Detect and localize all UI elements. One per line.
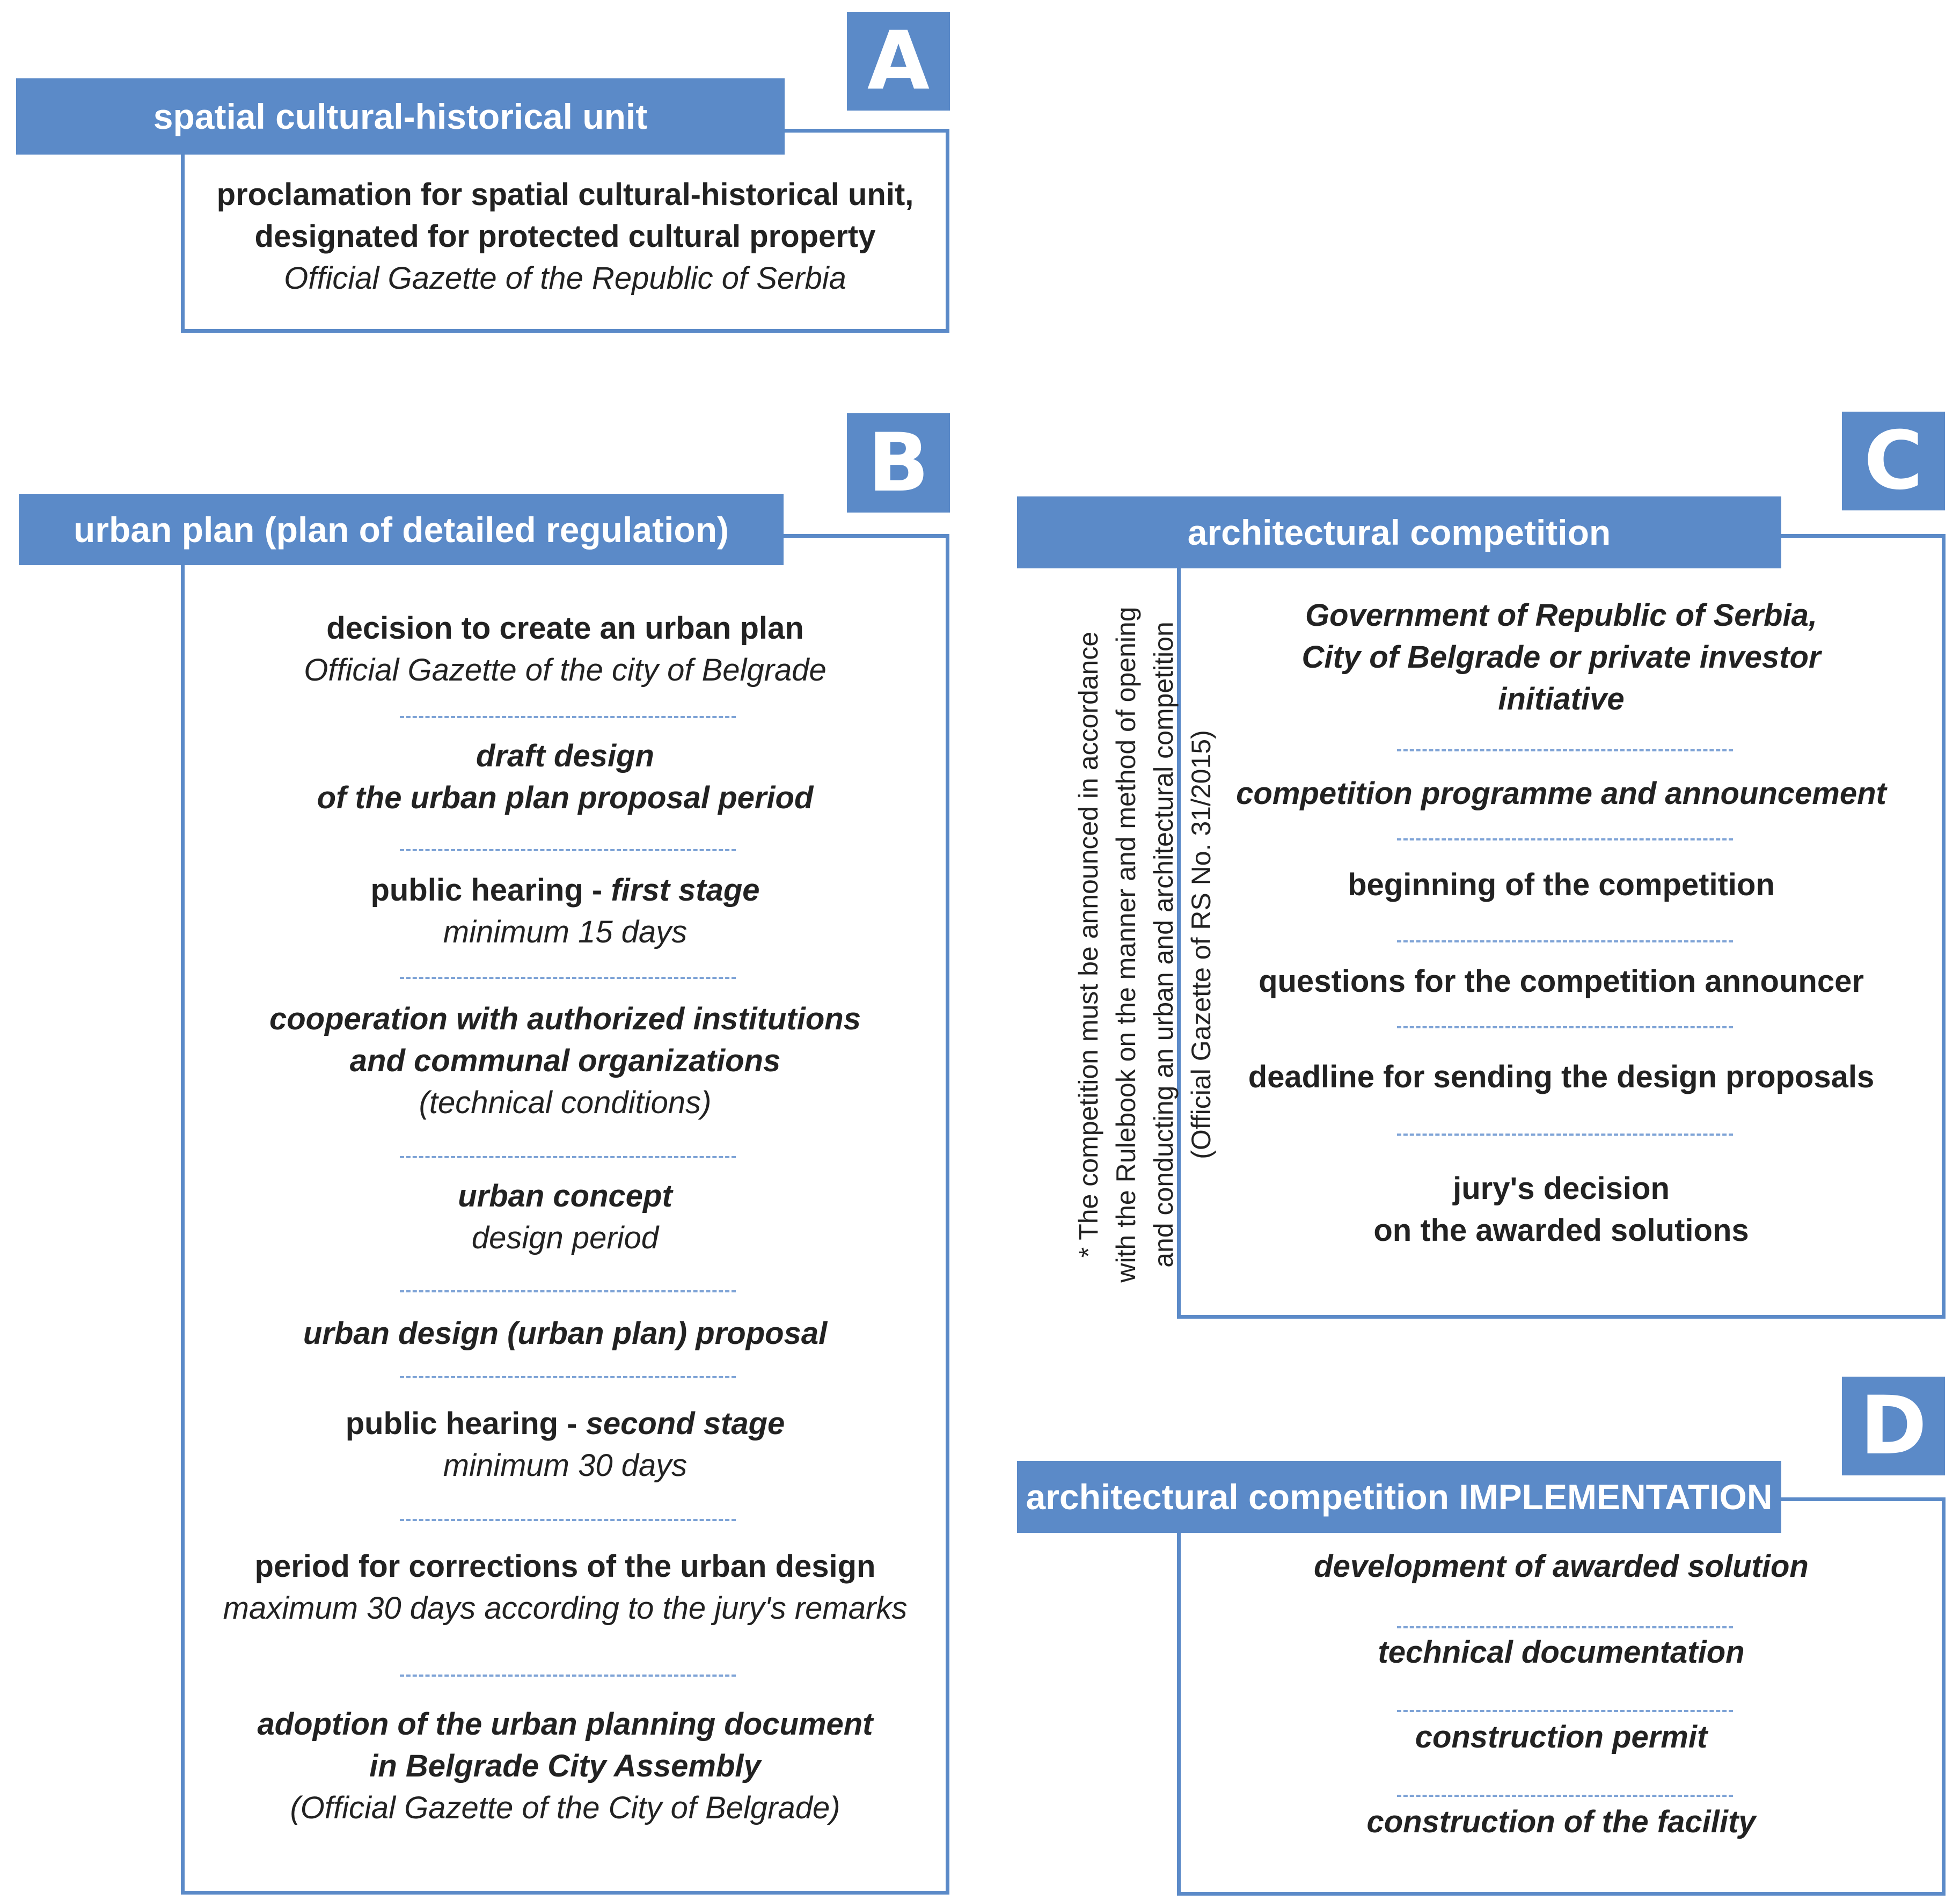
b-step-corrections-label: period for corrections of the urban desi… xyxy=(254,1549,876,1584)
separator xyxy=(400,977,736,979)
footnote-line1: * The competition must be announced in a… xyxy=(1073,631,1103,1258)
c-step-programme-label: competition programme and announcement xyxy=(1236,776,1886,811)
d-step-documentation-label: technical documentation xyxy=(1378,1635,1745,1670)
b-step-hearing-1-duration: minimum 15 days xyxy=(443,915,688,949)
section-c-letter: C xyxy=(1842,412,1945,510)
section-c-title: architectural competition xyxy=(1017,496,1781,568)
separator xyxy=(1397,1795,1733,1797)
section-a-line1: proclamation for spatial cultural-histor… xyxy=(216,177,914,212)
section-d-content: development of awarded solution technica… xyxy=(1177,1546,1946,1878)
d-step-construction: construction of the facility xyxy=(1177,1801,1946,1843)
c-step-initiative-line1: Government of Republic of Serbia, xyxy=(1305,598,1817,633)
section-b-title: urban plan (plan of detailed regulation) xyxy=(19,494,784,565)
section-c-content: Government of Republic of Serbia, City o… xyxy=(1177,580,1946,1310)
b-step-cooperation-label: cooperation with authorized institutions xyxy=(269,1001,861,1036)
d-step-construction-label: construction of the facility xyxy=(1366,1804,1756,1839)
b-step-urban-concept: urban concept design period xyxy=(181,1175,949,1259)
section-c-box xyxy=(1177,534,1946,1319)
separator xyxy=(1397,749,1733,751)
d-step-permit: construction permit xyxy=(1177,1716,1946,1758)
b-step-cooperation-note: (technical conditions) xyxy=(419,1085,712,1120)
b-step-urban-concept-sub: design period xyxy=(471,1220,659,1255)
c-step-programme: competition programme and announcement xyxy=(1177,773,1946,815)
b-step-hearing-1-stage: first stage xyxy=(611,873,760,908)
separator xyxy=(1397,1026,1733,1028)
d-step-permit-label: construction permit xyxy=(1415,1720,1708,1754)
separator xyxy=(400,1519,736,1521)
separator xyxy=(1397,940,1733,942)
section-a-title: spatial cultural-historical unit xyxy=(16,78,785,155)
b-step-hearing-2-duration: minimum 30 days xyxy=(443,1448,688,1483)
d-step-documentation: technical documentation xyxy=(1177,1632,1946,1673)
b-step-corrections: period for corrections of the urban desi… xyxy=(181,1546,949,1629)
section-a-content: proclamation for spatial cultural-histor… xyxy=(181,172,949,311)
b-step-adoption-label: adoption of the urban planning document xyxy=(257,1707,873,1742)
b-step-hearing-1-label: public hearing - xyxy=(370,873,611,908)
b-step-decision-label: decision to create an urban plan xyxy=(326,611,804,646)
separator xyxy=(1397,1710,1733,1712)
c-step-beginning: beginning of the competition xyxy=(1177,864,1946,906)
separator xyxy=(400,1290,736,1292)
section-b-content: decision to create an urban plan Officia… xyxy=(181,590,949,1878)
section-b-letter: B xyxy=(847,413,950,513)
b-step-draft-design-label: draft design xyxy=(476,739,654,773)
c-step-deadline-label: deadline for sending the design proposal… xyxy=(1248,1059,1875,1094)
section-b-box xyxy=(181,534,949,1895)
b-step-decision-source: Official Gazette of the city of Belgrade xyxy=(304,653,827,688)
section-a-letter: A xyxy=(847,12,950,111)
c-step-initiative-line2: City of Belgrade or private investor xyxy=(1301,640,1821,675)
separator xyxy=(1397,1626,1733,1628)
section-d-title: architectural competition IMPLEMENTATION xyxy=(1017,1461,1781,1533)
c-step-jury-line2: on the awarded solutions xyxy=(1373,1213,1749,1248)
b-step-cooperation: cooperation with authorized institutions… xyxy=(181,998,949,1124)
d-step-development-label: development of awarded solution xyxy=(1314,1549,1809,1584)
b-step-adoption: adoption of the urban planning document … xyxy=(181,1703,949,1829)
separator xyxy=(400,1156,736,1158)
c-step-beginning-label: beginning of the competition xyxy=(1348,867,1775,902)
section-d-box xyxy=(1177,1497,1946,1896)
footnote-line2: with the Rulebook on the manner and meth… xyxy=(1111,606,1141,1283)
b-step-draft-design-sub: of the urban plan proposal period xyxy=(317,780,814,815)
c-step-jury-line1: jury's decision xyxy=(1453,1171,1670,1206)
c-step-initiative-line3: initiative xyxy=(1498,682,1625,716)
section-d-letter: D xyxy=(1842,1377,1945,1475)
b-step-urban-concept-label: urban concept xyxy=(458,1179,672,1213)
separator xyxy=(400,1675,736,1677)
b-step-decision: decision to create an urban plan Officia… xyxy=(181,608,949,691)
separator xyxy=(1397,1134,1733,1136)
c-step-questions: questions for the competition announcer xyxy=(1177,961,1946,1003)
separator xyxy=(1397,838,1733,840)
b-step-hearing-1: public hearing - first stage minimum 15 … xyxy=(181,869,949,953)
b-step-adoption-label2: in Belgrade City Assembly xyxy=(369,1749,761,1783)
b-step-urban-design-label: urban design (urban plan) proposal xyxy=(303,1316,828,1351)
c-step-initiative: Government of Republic of Serbia, City o… xyxy=(1177,595,1946,720)
section-a-line2: designated for protected cultural proper… xyxy=(254,219,876,254)
b-step-cooperation-label2: and communal organizations xyxy=(349,1043,781,1078)
b-step-hearing-2-stage: second stage xyxy=(586,1406,785,1441)
c-step-deadline: deadline for sending the design proposal… xyxy=(1177,1056,1946,1098)
separator xyxy=(400,716,736,718)
d-step-development: development of awarded solution xyxy=(1177,1546,1946,1588)
b-step-urban-design: urban design (urban plan) proposal xyxy=(181,1313,949,1355)
separator xyxy=(400,1376,736,1378)
b-step-hearing-2: public hearing - second stage minimum 30… xyxy=(181,1403,949,1487)
b-step-draft-design: draft design of the urban plan proposal … xyxy=(181,735,949,819)
c-step-questions-label: questions for the competition announcer xyxy=(1259,964,1864,999)
b-step-adoption-source: (Official Gazette of the City of Belgrad… xyxy=(290,1790,840,1825)
section-a-line3: Official Gazette of the Republic of Serb… xyxy=(284,261,846,296)
separator xyxy=(400,849,736,851)
c-step-jury: jury's decision on the awarded solutions xyxy=(1177,1168,1946,1252)
b-step-hearing-2-label: public hearing - xyxy=(345,1406,586,1441)
b-step-corrections-sub: maximum 30 days according to the jury's … xyxy=(223,1591,908,1626)
